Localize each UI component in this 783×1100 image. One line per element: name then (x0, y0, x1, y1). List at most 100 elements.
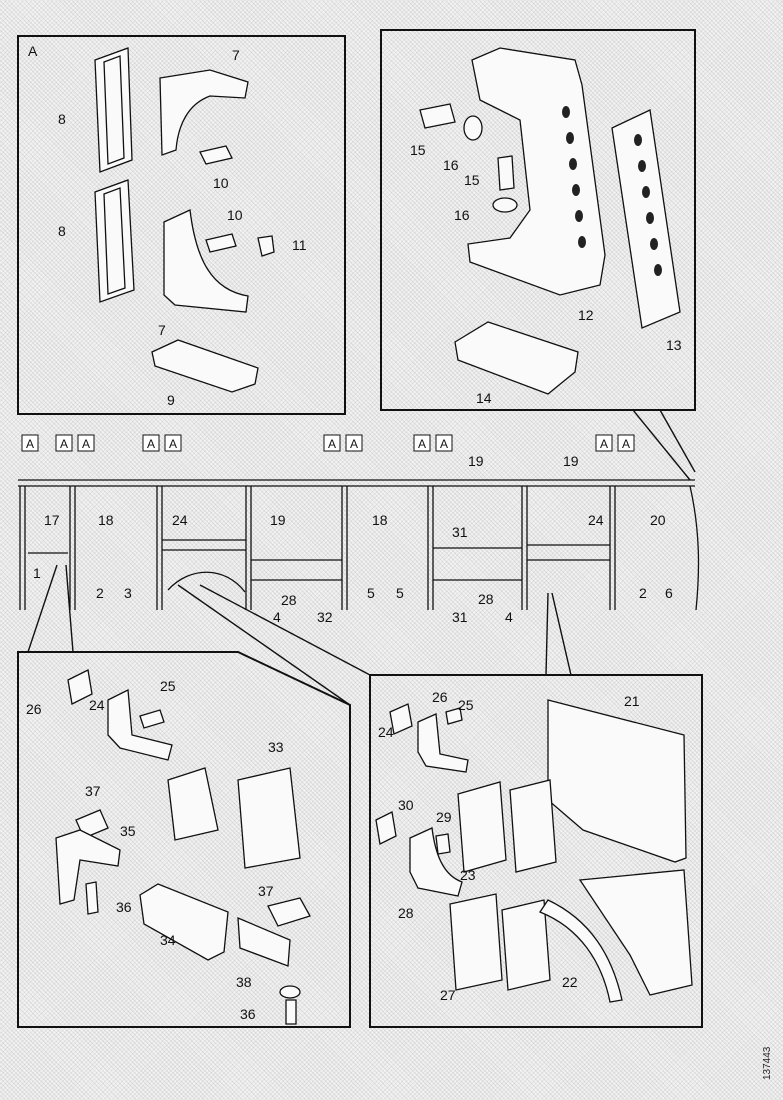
svg-text:A: A (147, 437, 155, 451)
angle-bracket-24 (107, 688, 173, 761)
reference-code: 137443 (762, 1046, 773, 1080)
callout: 19 (270, 512, 286, 528)
callout: 21 (624, 693, 640, 709)
perforated-rail (611, 109, 681, 329)
callout: 37 (85, 783, 101, 799)
profile-27 (449, 893, 503, 991)
detail-a-parts (94, 47, 275, 393)
callout: 24 (172, 512, 188, 528)
callouts-bottom-right: 21 26 25 24 30 29 23 28 27 22 (378, 689, 640, 1003)
callout: 38 (236, 974, 252, 990)
bottom-right-parts (375, 699, 693, 1003)
callout: 24 (588, 512, 604, 528)
bolt-upper (199, 145, 233, 165)
callout: 12 (578, 307, 594, 323)
callout: 4 (505, 609, 513, 625)
callout: 11 (292, 237, 307, 253)
svg-text:A: A (622, 437, 630, 451)
upright-rail-lower (94, 179, 135, 303)
callout: 9 (167, 392, 175, 408)
support-column (467, 47, 606, 296)
callout: 26 (432, 689, 448, 705)
callout: 20 (650, 512, 666, 528)
a-marker: A (164, 434, 182, 452)
callout: 8 (58, 223, 66, 239)
callout: 18 (372, 512, 388, 528)
detail-a-panel (17, 35, 346, 415)
callout: 2 (639, 585, 647, 601)
svg-text:A: A (418, 437, 426, 451)
base-plate-14 (454, 321, 579, 395)
a-marker: A (21, 434, 39, 452)
a-marker: A (142, 434, 160, 452)
washer-a (463, 115, 483, 141)
svg-text:A: A (82, 437, 90, 451)
callout: 35 (120, 823, 136, 839)
callout: 36 (116, 899, 132, 915)
callout: 34 (160, 932, 176, 948)
callout: 19 (563, 453, 579, 469)
detail-right-parts (419, 47, 681, 395)
callout: 28 (398, 905, 414, 921)
callout: 5 (396, 585, 404, 601)
callouts-detail-a: A 7 8 10 8 10 11 7 9 (28, 43, 307, 408)
callout: 26 (26, 701, 42, 717)
angle-bracket-24 (417, 713, 469, 773)
bottom-left-parts (55, 669, 311, 1025)
a-marker: A (413, 434, 431, 452)
washer-b (492, 197, 518, 213)
bracket-28 (409, 827, 463, 897)
callouts-bottom-left: 26 25 24 33 37 35 36 37 34 38 36 (26, 678, 284, 1022)
side-panel-21 (547, 699, 687, 863)
a-marker: A (77, 434, 95, 452)
column-holes (562, 106, 662, 276)
a-marker: A (55, 434, 73, 452)
profile-27b (501, 899, 551, 991)
callout: 29 (436, 809, 452, 825)
plate-37-lower (267, 897, 311, 927)
callout: 37 (258, 883, 274, 899)
bolt-a (419, 103, 456, 129)
callout: 1 (33, 565, 41, 581)
callout: 33 (268, 739, 284, 755)
base-plate (151, 339, 259, 393)
detail-label: A (28, 43, 38, 59)
bottom-left-panel (17, 651, 351, 1028)
callout: 25 (458, 697, 474, 713)
a-marker: A (595, 434, 613, 452)
bolt-lower (205, 233, 237, 253)
profile-mid (509, 779, 557, 873)
corner-bracket-upper (159, 69, 249, 156)
bracket-35 (55, 829, 121, 905)
callout: 27 (440, 987, 456, 1003)
pad-26 (389, 703, 413, 735)
a-marker: A (435, 434, 453, 452)
callout: 4 (273, 609, 281, 625)
svg-text:A: A (350, 437, 358, 451)
callout: 28 (281, 592, 297, 608)
arc-rail-22 (539, 899, 623, 1003)
svg-text:A: A (26, 437, 34, 451)
a-marker: A (323, 434, 341, 452)
rail-segment (237, 916, 291, 967)
callout: 15 (410, 142, 426, 158)
callout: 3 (124, 585, 132, 601)
a-marker: A (345, 434, 363, 452)
upright-rail-upper (94, 47, 133, 173)
callout: 32 (317, 609, 333, 625)
pad-26 (67, 669, 93, 705)
svg-text:A: A (328, 437, 336, 451)
bolt-36-upper (85, 881, 99, 915)
callout: 10 (213, 175, 229, 191)
callout: 18 (98, 512, 114, 528)
svg-text:A: A (169, 437, 177, 451)
profile-33-right (237, 767, 301, 869)
corner-bracket-lower (163, 209, 249, 313)
callout: 16 (443, 157, 459, 173)
callout: 13 (666, 337, 682, 353)
callout: 19 (468, 453, 484, 469)
callout: 15 (464, 172, 480, 188)
callout: 31 (452, 609, 468, 625)
callout: 17 (44, 512, 60, 528)
bolt-b (497, 155, 515, 191)
